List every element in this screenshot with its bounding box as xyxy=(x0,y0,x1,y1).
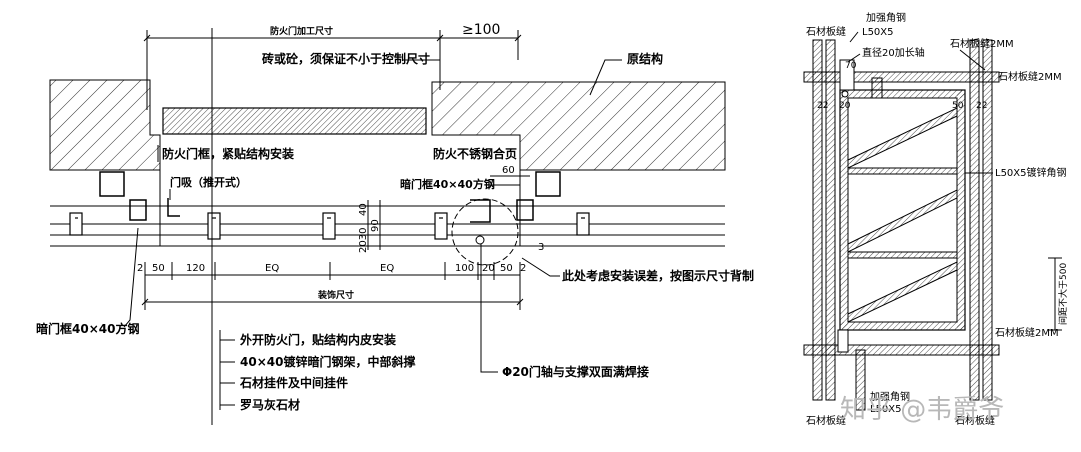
bdim-2-right: 2 xyxy=(520,263,526,274)
bdim-50: 50 xyxy=(152,263,165,274)
dim-22-right: 22 xyxy=(976,101,987,111)
bottom-dimension-chain xyxy=(141,262,524,310)
stone-joint-bottom-right: 石材板缝 xyxy=(955,414,995,427)
frame-cross-members xyxy=(847,167,958,259)
bottom-band xyxy=(803,344,1000,356)
stone-clips xyxy=(69,212,590,240)
angle-leader xyxy=(849,31,859,43)
dim-60: 60 xyxy=(502,165,515,176)
legend-leaders xyxy=(219,330,235,410)
masonry-note: 砖或砼，须保证不小于控制尺寸 xyxy=(262,51,430,66)
stone-joint-2mm-mid: 石材板缝2MM xyxy=(998,70,1062,83)
stone-post-left-b xyxy=(825,39,836,401)
stainless-hinge-label: 防火不锈钢合页 xyxy=(433,146,517,161)
fire-door-leaf xyxy=(162,107,427,135)
pivot-leader xyxy=(480,244,498,373)
original-structure-label: 原结构 xyxy=(627,51,663,66)
vertical-dimension xyxy=(367,200,381,250)
door-stop-label: 门吸（推开式） xyxy=(170,175,247,189)
stone-finish-layers xyxy=(50,170,725,247)
bdim-120: 120 xyxy=(186,263,205,274)
bdim-100: 100 xyxy=(455,263,474,274)
frame-hatch-sides xyxy=(840,90,965,330)
spacing-note: 间距不大于500 xyxy=(1057,263,1069,325)
dim-22-left: 22 xyxy=(817,101,828,111)
original-structure-leader xyxy=(589,59,622,96)
pivot-note: Φ20门轴与支撑双面满焊接 xyxy=(502,364,649,379)
vdim-2030: 2030 xyxy=(358,228,369,253)
bottom-size-label: L50X5 xyxy=(870,404,902,415)
stone-post-right-b xyxy=(982,39,993,401)
frame-post-right xyxy=(535,171,561,197)
door-stop-detail xyxy=(167,198,180,217)
dim-50: 50 xyxy=(952,101,964,111)
legend-item-1: 外开防火门，贴结构内皮安装 xyxy=(240,332,396,347)
bdim-2-left: 2 xyxy=(137,263,143,274)
vdim-90: 90 xyxy=(370,219,381,232)
stone-post-right-a xyxy=(969,39,980,401)
hinge-detail xyxy=(470,199,491,223)
spacing-dimension xyxy=(1048,257,1062,331)
min-100-label: ≥100 xyxy=(462,22,500,38)
bottom-reinforce-label: 加强角钢 xyxy=(870,390,910,403)
top-band xyxy=(803,71,1000,83)
axis-leader xyxy=(847,53,861,63)
bottom-pivot xyxy=(837,329,849,353)
galvanized-angle-label: L50X5镀锌角钢 xyxy=(995,166,1067,179)
watermark: 知乎 @韦爵爷 xyxy=(840,395,1004,425)
tolerance-note: 此处考虑安装误差，按图示尺寸背制 xyxy=(562,268,754,283)
dia20-axis-label: 直径20加长轴 xyxy=(862,46,925,59)
angle-size-label: L50X5 xyxy=(862,27,894,38)
legend-item-2: 40×40镀锌暗门钢架，中部斜撑 xyxy=(240,354,415,369)
bdim-20: 20 xyxy=(482,263,495,274)
joint-top-leader xyxy=(959,49,986,71)
bdim-eq-2: EQ xyxy=(380,263,394,274)
left-plan: 防火门加工尺寸 ≥100 砖或砼，须保证不小于控制尺寸 原结构 防火门框，紧贴结… xyxy=(36,22,754,425)
legend-item-3: 石材挂件及中间挂件 xyxy=(239,375,348,390)
vdim-40: 40 xyxy=(358,203,369,216)
pivot-axis xyxy=(475,235,485,245)
frame-tube-right xyxy=(516,199,534,221)
concealed-frame-left-label: 暗门框40×40方钢 xyxy=(36,321,139,336)
dim-70: 70 xyxy=(845,61,857,71)
dim-3: 3 xyxy=(538,242,544,253)
stone-post-left-a xyxy=(812,39,823,401)
axis-pin-circle xyxy=(841,90,849,98)
frame-diagonals xyxy=(847,107,958,323)
pivot-detail-circle xyxy=(451,198,519,266)
dim-20: 20 xyxy=(839,101,851,111)
concealed-frame-left-leader xyxy=(123,227,139,328)
frame-post-left xyxy=(99,171,125,197)
frame-tube-left xyxy=(129,199,147,221)
axis-pin-top xyxy=(839,59,855,91)
door-frame-note: 防火门框，紧贴结构安装 xyxy=(162,146,294,161)
legend-item-4: 罗马灰石材 xyxy=(240,397,300,412)
structure-walls xyxy=(49,79,726,171)
overall-dim-label: 装饰尺寸 xyxy=(317,289,354,301)
stone-joint-2mm-bottom: 石材板缝2MM xyxy=(995,326,1059,339)
bdim-eq-1: EQ xyxy=(265,263,279,274)
stone-joint-top-left: 石材板缝 xyxy=(806,25,846,38)
stone-joint-bottom-left: 石材板缝 xyxy=(806,414,846,427)
top-hatched-piece xyxy=(871,77,883,99)
right-elevation: 加强角钢 L50X5 石材板缝 石材板缝2MM 直径20加长轴 70 石材板缝2… xyxy=(803,11,1069,427)
concealed-frame-right-label: 暗门框40×40方钢 xyxy=(400,177,495,191)
tolerance-leader xyxy=(521,257,560,277)
stone-joint-2mm-top: 石材板缝2MM xyxy=(950,37,1014,50)
bdim-50-right: 50 xyxy=(500,263,513,274)
reinforce-angle-label: 加强角钢 xyxy=(866,11,906,24)
fire-door-size-label: 防火门加工尺寸 xyxy=(270,25,333,37)
